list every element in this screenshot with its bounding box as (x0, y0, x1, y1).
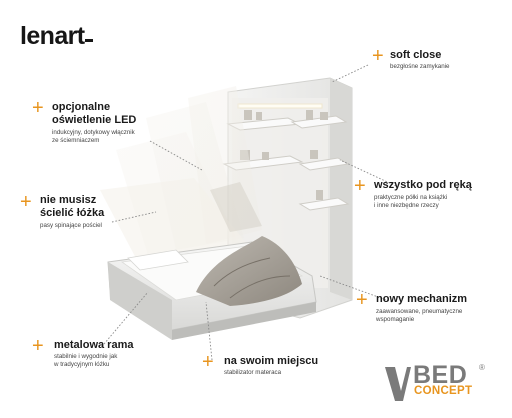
v-mark-icon (385, 367, 411, 401)
feature-title: wszystko pod ręką (374, 179, 472, 191)
concept-logo-text: CONCEPT (414, 385, 473, 397)
plus-icon: + (372, 45, 384, 67)
feature-subtitle: zaawansowane, pneumatyczne wspomaganie (376, 308, 463, 324)
plus-icon: + (202, 351, 214, 373)
feature-subtitle: pasy spinające pościel (40, 222, 102, 229)
feature-subtitle: bezgłośne zamykanie (390, 63, 450, 70)
plus-icon: + (32, 335, 44, 357)
feature-subtitle: stabilizator materaca (224, 369, 282, 376)
feature-title: nie musisz ścielić łóżka (40, 194, 105, 220)
feature-title: nowy mechanizm (376, 293, 468, 305)
feature-title: na swoim miejscu (224, 355, 319, 367)
plus-icon: + (356, 289, 368, 311)
feature-subtitle: indukcyjny, dotykowy włącznik ze ściemni… (52, 129, 135, 145)
bed-concept-logo: BED ® CONCEPT (383, 361, 493, 406)
plus-icon: + (354, 175, 366, 197)
feature-title: soft close (390, 49, 442, 61)
bed-logo-text: BED (413, 361, 468, 389)
feature-subtitle: praktyczne półki na książki i inne niezb… (374, 194, 448, 210)
registered-mark: ® (479, 363, 485, 372)
lenart-logo: lenart (20, 22, 94, 51)
feature-subtitle: stabilnie i wygodnie jak w tradycyjnym ł… (54, 353, 118, 369)
feature-title: opcjonalne oświetlenie LED (52, 101, 137, 127)
plus-icon: + (32, 97, 44, 119)
plus-icon: + (20, 191, 32, 213)
feature-title: metalowa rama (54, 339, 134, 351)
